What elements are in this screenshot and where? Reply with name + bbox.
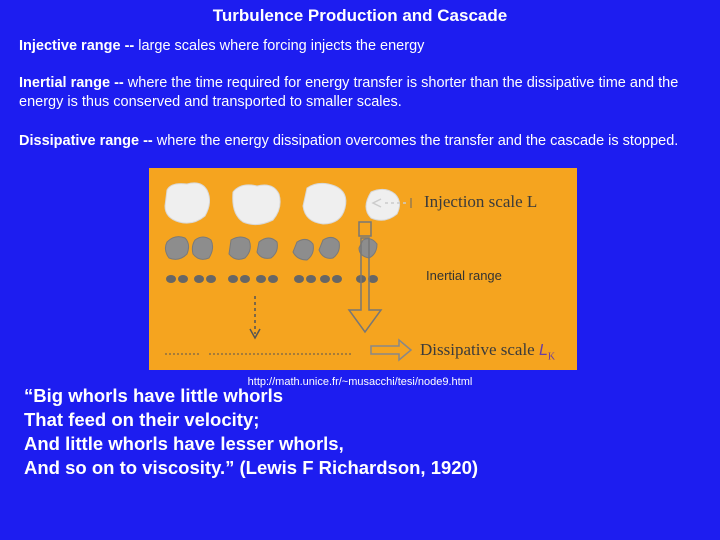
slide-title: Turbulence Production and Cascade	[212, 6, 508, 25]
large-eddies	[164, 182, 401, 226]
quote-line-4: And so on to viscosity.” (Lewis F Richar…	[24, 457, 479, 478]
injection-arrow	[371, 198, 407, 208]
medium-eddies	[164, 236, 378, 261]
energy-transfer-arrow	[347, 221, 383, 334]
kolmogorov-subscript: K	[547, 351, 556, 363]
quote-line-3: And little whorls have lesser whorls,	[24, 433, 344, 454]
injection-scale-label: Injection scale L	[424, 192, 538, 211]
dissipative-scale-label: Dissipative scale LK	[420, 340, 555, 362]
dissipative-range-definition: Dissipative range -- where the energy di…	[19, 132, 699, 151]
dissipative-scale-text: Dissipative scale	[420, 340, 535, 359]
kolmogorov-symbol: L	[538, 342, 548, 359]
inertial-range-label: Inertial range	[426, 268, 502, 283]
dissipation-arrow	[370, 338, 413, 362]
inertial-range-text: where the time required for energy trans…	[19, 75, 679, 110]
richardson-quote: “Big whorls have little whorls That feed…	[24, 384, 704, 480]
quote-line-2: That feed on their velocity;	[24, 409, 260, 430]
injective-range-term: Injective range --	[19, 38, 135, 54]
injective-range-text: large scales where forcing injects the e…	[134, 38, 425, 54]
cascade-figure: Injection scale L Inertial range Dissipa…	[149, 168, 577, 370]
dissipative-range-text: where the energy dissipation overcomes t…	[152, 133, 679, 149]
quote-line-1: “Big whorls have little whorls	[24, 385, 284, 406]
dissipative-range-term: Dissipative range --	[19, 133, 153, 149]
source-link[interactable]: http://math.unice.fr/~musacchi/tesi/node…	[247, 376, 473, 388]
small-eddies	[166, 275, 378, 283]
cascade-down-arrow	[249, 296, 261, 340]
cascade-illustration	[164, 182, 413, 362]
inertial-range-term: Inertial range --	[19, 75, 124, 91]
injective-range-definition: Injective range -- large scales where fo…	[19, 37, 699, 56]
inertial-range-definition: Inertial range -- where the time require…	[19, 74, 699, 112]
